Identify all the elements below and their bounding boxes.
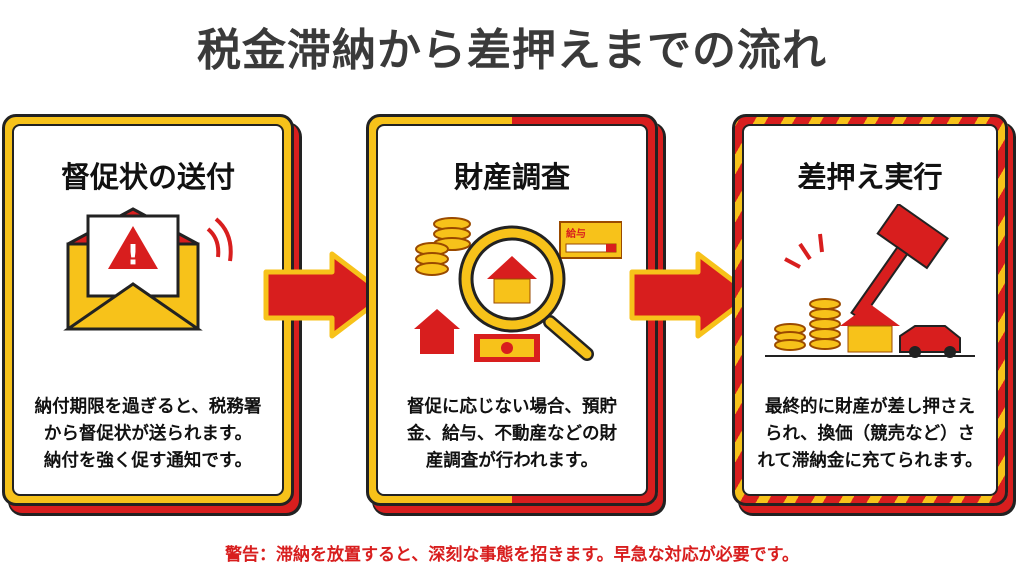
step-title: 差押え実行	[797, 160, 943, 194]
step-title: 督促状の送付	[60, 160, 235, 194]
arrow-right-icon	[263, 251, 389, 339]
desc-line: 納付期限を過ぎると、税務署	[34, 397, 262, 417]
step-card-notice: 督促状の送付 ! 納付期限を過ぎると、税務署 から督促状が送られます。 納付を強…	[2, 114, 294, 506]
page-title: 税金滞納から差押えまでの流れ	[197, 25, 827, 76]
step-description: 督促に応じない場合、預貯 金、給与、不動産などの財 産調査が行われます。	[378, 394, 646, 475]
step-card-seizure: 差押え実行 最終的に財産が差し押さえ られ、換価（競売など）さ れて滞納金に充て…	[732, 114, 1008, 506]
step-card-investigation: 財産調査 給与 督促に応じない場合、預貯 金、給与、不動産などの財 産調査が行わ…	[366, 114, 658, 506]
desc-line: 納付を強く促す通知です。	[43, 451, 253, 471]
gavel-seizure-icon	[765, 204, 975, 358]
desc-line: られ、換価（競売など）さ	[764, 424, 976, 444]
desc-line: 督促に応じない場合、預貯	[407, 397, 617, 417]
desc-line: れて滞納金に充てられます。	[757, 451, 983, 471]
warning-envelope-icon: !	[63, 207, 233, 331]
magnifier-property-icon: 給与	[414, 217, 622, 362]
warning-text: 警告：滞納を放置すると、深刻な事態を招きます。早急な対応が必要です。	[225, 545, 799, 565]
desc-line: 最終的に財産が差し押さえ	[765, 397, 975, 417]
desc-line: から督促状が送られます。	[43, 424, 253, 444]
salary-label: 給与	[566, 227, 586, 240]
desc-line: 金、給与、不動産などの財	[407, 424, 617, 444]
arrow-right-icon	[629, 251, 755, 339]
svg-text:!: !	[127, 238, 140, 271]
step-title: 財産調査	[453, 160, 570, 194]
desc-line: 産調査が行われます。	[425, 451, 599, 471]
step-description: 納付期限を過ぎると、税務署 から督促状が送られます。 納付を強く促す通知です。	[14, 394, 282, 475]
step-description: 最終的に財産が差し押さえ られ、換価（競売など）さ れて滞納金に充てられます。	[744, 394, 996, 475]
